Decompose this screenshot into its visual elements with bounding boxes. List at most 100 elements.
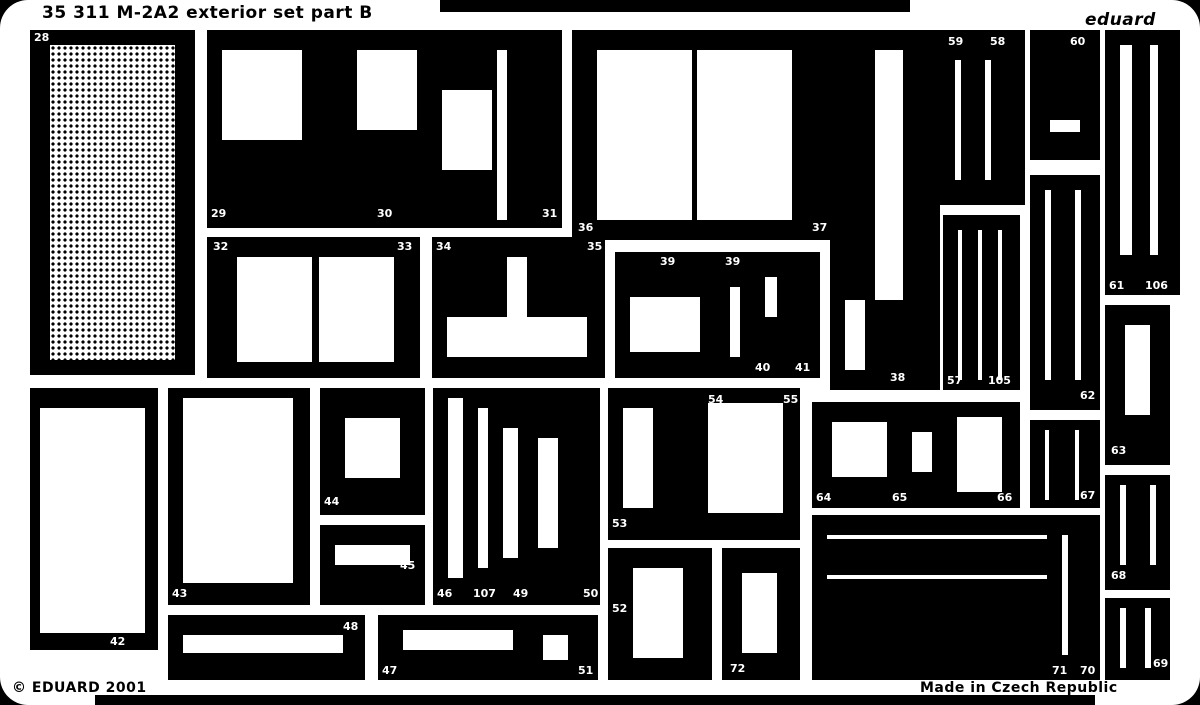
- etched-part: [1120, 485, 1126, 565]
- etched-part: [1145, 608, 1151, 668]
- etched-part: [319, 257, 394, 362]
- etched-part: [1075, 430, 1079, 500]
- part-number: 60: [1070, 35, 1086, 48]
- etched-part: [1150, 45, 1158, 255]
- part-number: 53: [612, 517, 628, 530]
- part-number: 52: [612, 602, 628, 615]
- etched-part: [448, 398, 463, 578]
- part-number: 67: [1080, 489, 1096, 502]
- etched-part: [1120, 608, 1126, 668]
- etched-part: [832, 422, 887, 477]
- fret-panel: 68: [1105, 475, 1170, 590]
- fret-panel: 69: [1105, 598, 1170, 680]
- etched-part: [623, 408, 653, 508]
- part-number: 36: [578, 221, 594, 234]
- fret-panel: 52: [608, 548, 712, 680]
- fret-panel: 63: [1105, 305, 1170, 465]
- etched-part: [978, 230, 982, 380]
- part-number: 62: [1080, 389, 1096, 402]
- part-number: 50: [583, 587, 599, 600]
- fret-panel: 45: [320, 525, 425, 605]
- etched-part: [957, 417, 1002, 492]
- part-number: 51: [578, 664, 594, 677]
- part-number: 41: [795, 361, 811, 374]
- etched-part: [1125, 325, 1150, 415]
- etched-part: [335, 545, 410, 565]
- fret-panel: 48: [168, 615, 365, 680]
- fret-panel: 43: [168, 388, 310, 605]
- etched-part: [1062, 535, 1068, 655]
- etched-part: [633, 568, 683, 658]
- etched-part: [708, 403, 783, 513]
- part-number: 61: [1109, 279, 1125, 292]
- part-number: 49: [513, 587, 529, 600]
- fret-panel: 57 105: [943, 215, 1020, 390]
- part-number: 40: [755, 361, 771, 374]
- part-number: 28: [34, 31, 50, 44]
- etched-part: [845, 300, 865, 370]
- etched-part: [183, 635, 343, 653]
- part-number: 72: [730, 662, 746, 675]
- etched-part: [543, 635, 568, 660]
- part-number: 105: [988, 374, 1011, 387]
- etched-part: [630, 297, 700, 352]
- etched-part: [998, 230, 1002, 380]
- fret-panel: 28: [30, 30, 195, 375]
- fret-panel: 61 106: [1105, 30, 1180, 295]
- etched-part: [40, 408, 145, 633]
- fret-panel: 44: [320, 388, 425, 515]
- fret-panel: 38: [830, 30, 940, 390]
- fret-panel: 36 37: [572, 30, 830, 240]
- part-number: 48: [343, 620, 359, 633]
- part-number: 45: [400, 559, 416, 572]
- etched-part: [183, 398, 293, 583]
- etched-part: [1045, 190, 1051, 380]
- part-number: 106: [1145, 279, 1168, 292]
- part-number: 57: [947, 374, 963, 387]
- part-number: 38: [890, 371, 906, 384]
- part-number: 33: [397, 240, 413, 253]
- etched-part: [1050, 120, 1080, 132]
- etched-part: [827, 575, 1047, 579]
- part-number: 66: [997, 491, 1013, 504]
- etched-part: [875, 50, 903, 300]
- etched-part: [912, 432, 932, 472]
- part-number: 31: [542, 207, 558, 220]
- part-number: 107: [473, 587, 496, 600]
- etched-part: [985, 60, 991, 180]
- part-number: 43: [172, 587, 188, 600]
- part-number: 47: [382, 664, 398, 677]
- etched-part: [730, 287, 740, 357]
- etched-part: [765, 277, 777, 317]
- copyright: © EDUARD 2001: [12, 680, 147, 696]
- etched-part: [345, 418, 400, 478]
- fret-panel: 67: [1030, 420, 1100, 508]
- etched-part: [222, 50, 302, 140]
- etched-part: [403, 630, 513, 650]
- part-number: 54: [708, 393, 724, 406]
- etched-part: [442, 90, 492, 170]
- part-number: 34: [436, 240, 452, 253]
- etched-part: [597, 50, 692, 220]
- etched-part: [1075, 190, 1081, 380]
- part-number: 65: [892, 491, 908, 504]
- part-number: 44: [324, 495, 340, 508]
- part-number: 42: [110, 635, 126, 648]
- fret-panel: 62: [1030, 175, 1100, 410]
- etched-part: [1045, 430, 1049, 500]
- etched-part: [958, 230, 962, 380]
- etched-part: [538, 438, 558, 548]
- part-number: 58: [990, 35, 1006, 48]
- part-number: 37: [812, 221, 828, 234]
- etched-part: [742, 573, 777, 653]
- part-number: 39: [725, 255, 741, 268]
- origin-label: Made in Czech Republic: [920, 680, 1118, 696]
